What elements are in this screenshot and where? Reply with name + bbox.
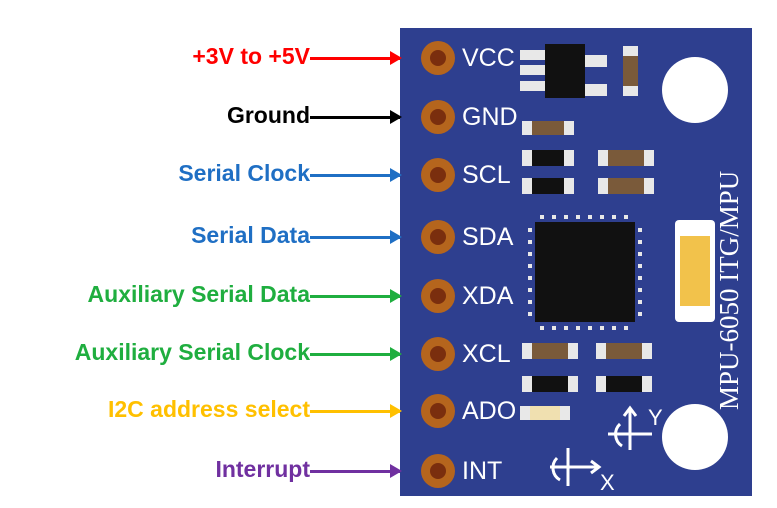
- axis-y-label: Y: [648, 405, 663, 430]
- pin-arrow-scl: [310, 168, 402, 182]
- axis-x-icon: [550, 448, 602, 486]
- pin-description-scl: Serial Clock: [178, 160, 310, 186]
- pin-hole-xda: [430, 288, 446, 304]
- pin-arrow-int: [310, 464, 402, 478]
- voltage-regulator: [545, 44, 585, 98]
- pin-label-ado: ADO: [462, 397, 517, 425]
- pin-description-vcc: +3V to +5V: [192, 43, 310, 69]
- axis-y-icon: [608, 405, 652, 450]
- pin-description-xda: Auxiliary Serial Data: [87, 281, 310, 307]
- pin-arrow-gnd: [310, 110, 402, 124]
- pin-hole-gnd: [430, 109, 446, 125]
- pin-arrow-xcl: [310, 347, 402, 361]
- board-name: MPU-6050 ITG/MPU: [714, 171, 744, 410]
- pin-hole-ado: [430, 403, 446, 419]
- pin-hole-xcl: [430, 346, 446, 362]
- pin-label-scl: SCL: [462, 161, 511, 189]
- axis-x-label: X: [600, 470, 615, 495]
- pin-arrow-vcc: [310, 51, 402, 65]
- pin-description-int: Interrupt: [215, 456, 310, 482]
- pin-description-ado: I2C address select: [107, 396, 310, 422]
- pin-description-xcl: Auxiliary Serial Clock: [74, 339, 310, 365]
- pin-hole-scl: [430, 167, 446, 183]
- pin-arrow-xda: [310, 289, 402, 303]
- pin-hole-int: [430, 463, 446, 479]
- mounting-hole-top: [662, 57, 728, 123]
- pin-arrow-sda: [310, 230, 402, 244]
- pin-description-sda: Serial Data: [191, 222, 310, 248]
- mounting-hole-bottom: [662, 404, 728, 470]
- pin-arrow-ado: [310, 404, 402, 418]
- pin-label-gnd: GND: [462, 103, 518, 131]
- pin-label-int: INT: [462, 457, 503, 485]
- pin-description-gnd: Ground: [226, 102, 310, 128]
- pin-hole-vcc: [430, 50, 446, 66]
- pin-label-xda: XDA: [462, 282, 514, 310]
- pin-label-sda: SDA: [462, 223, 514, 251]
- pin-label-xcl: XCL: [462, 340, 511, 368]
- pin-label-vcc: VCC: [462, 44, 515, 72]
- pin-hole-sda: [430, 229, 446, 245]
- mpu6050-chip: [535, 222, 635, 322]
